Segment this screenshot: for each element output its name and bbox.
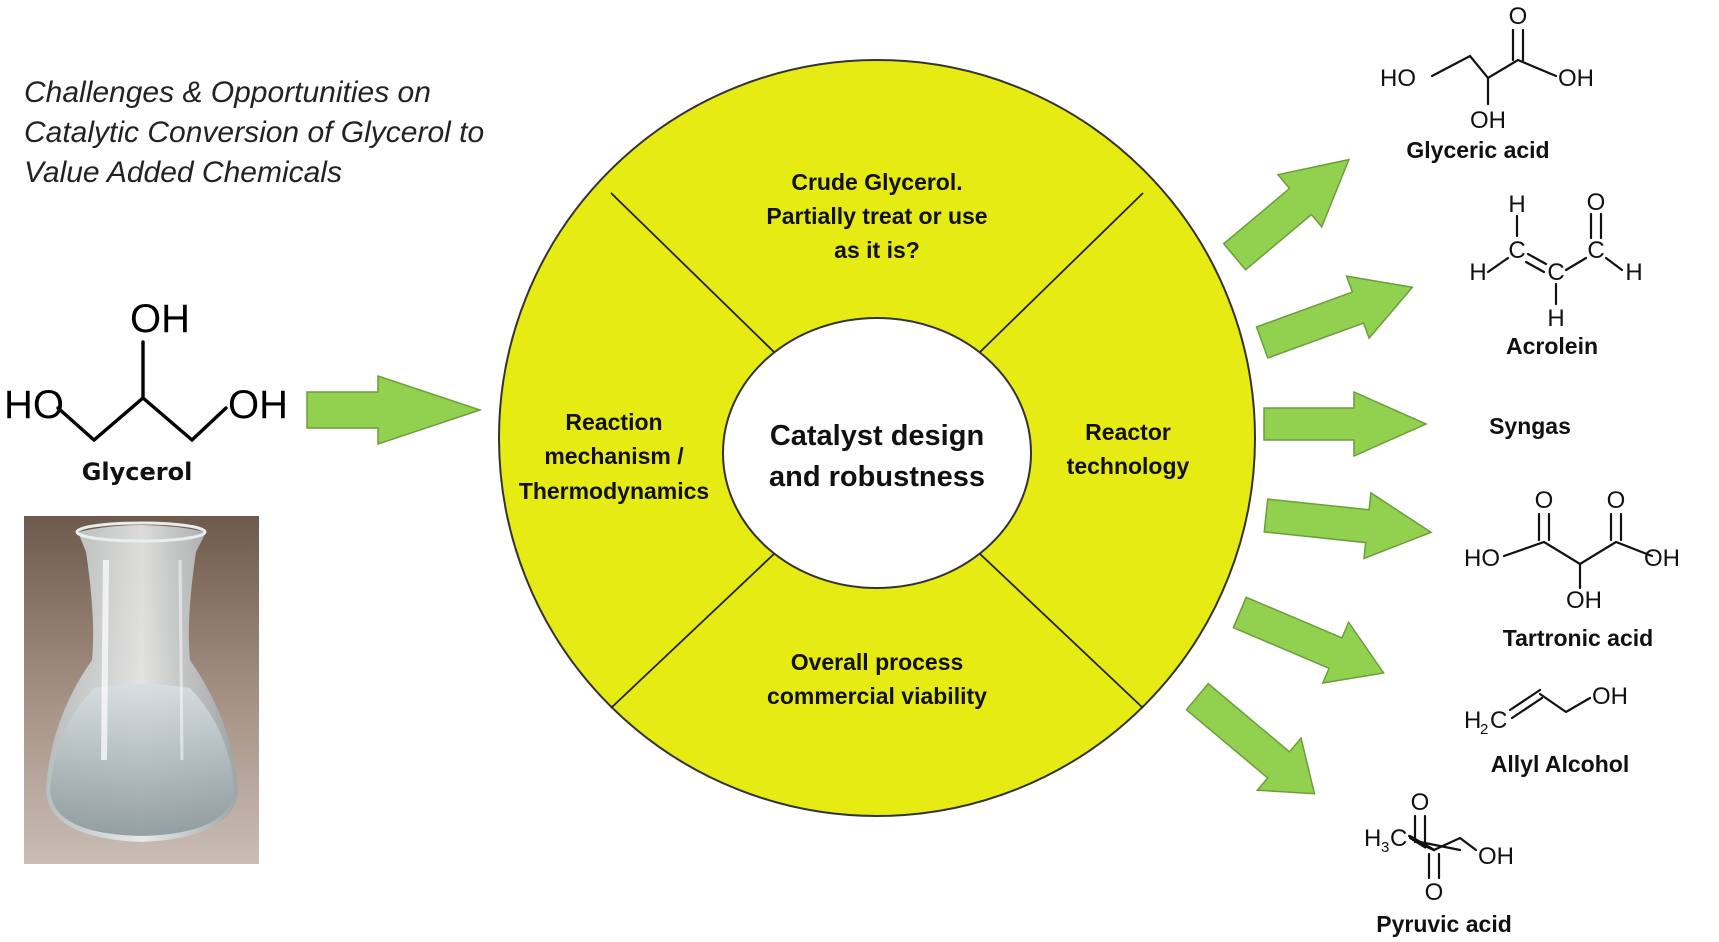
bottom-segment-line-1: Overall process — [791, 649, 964, 675]
top-segment-line-2: Partially treat or use — [766, 203, 987, 229]
pyruvic-acid-label: Pyruvic acid — [1376, 911, 1512, 937]
process-wheel: Catalyst design and robustness Crude Gly… — [498, 59, 1256, 817]
syngas-label: Syngas — [1489, 413, 1571, 439]
glycerol-backbone — [56, 395, 228, 443]
pyruvic-c: C — [1390, 825, 1407, 852]
input-arrow — [306, 374, 483, 446]
pyruvic-h: H — [1364, 825, 1381, 852]
tartronic-oh-bottom: OH — [1566, 587, 1602, 614]
diagram-title: Challenges & Opportunities on Catalytic … — [24, 76, 484, 189]
acrolein-h-top: H — [1508, 191, 1525, 218]
top-segment-line-1: Crude Glycerol. — [791, 169, 962, 195]
left-segment-line-2: mechanism / — [544, 443, 684, 469]
tartronic-ho: HO — [1464, 545, 1500, 572]
glycerol-ho-left: HO — [4, 383, 64, 427]
output-arrows — [1185, 158, 1433, 795]
acrolein-c3: C — [1587, 237, 1604, 264]
acrolein-h-left: H — [1469, 259, 1486, 286]
wheel-center — [722, 317, 1032, 589]
glyceric-acid-label: Glyceric acid — [1406, 137, 1549, 163]
acrolein-c1: C — [1508, 237, 1525, 264]
allyl-alcohol-label: Allyl Alcohol — [1491, 751, 1629, 777]
pyruvic-o-bottom: O — [1425, 879, 1444, 906]
glyceric-oh: OH — [1558, 65, 1594, 92]
left-segment-line-1: Reaction — [565, 409, 662, 435]
glycerol-label: Glycerol — [82, 458, 193, 486]
tartronic-acid-structure: O O HO OH OH Tartronic acid — [1464, 487, 1680, 651]
allyl-sub2: 2 — [1480, 721, 1488, 738]
top-segment-line-3: as it is? — [834, 237, 920, 263]
tartronic-oh: OH — [1644, 545, 1680, 572]
arrow-to-glyceric-acid — [1222, 158, 1351, 271]
pyruvic-oh: OH — [1478, 843, 1514, 870]
acrolein-h-bottom: H — [1547, 305, 1564, 332]
arrow-to-tartronic-acid — [1263, 491, 1433, 560]
acrolein-h-right: H — [1625, 259, 1642, 286]
glyceric-oh-bottom: OH — [1470, 107, 1506, 134]
title-line-1: Challenges & Opportunities on — [24, 76, 431, 109]
arrow-to-syngas — [1263, 390, 1428, 458]
glycerol-oh-top: OH — [130, 297, 190, 341]
right-segment-line-1: Reactor — [1085, 419, 1171, 445]
arrow-to-allyl-alcohol — [1232, 596, 1385, 684]
allyl-oh: OH — [1592, 683, 1628, 710]
glycerol-flask-photo — [24, 516, 259, 864]
pyruvic-sub3: 3 — [1381, 839, 1389, 856]
pyruvic-o-top: O — [1411, 789, 1430, 816]
acrolein-structure: H C H C H C O H Acrolein — [1469, 189, 1642, 359]
bottom-segment-line-2: commercial viability — [767, 683, 987, 709]
tartronic-acid-label: Tartronic acid — [1503, 625, 1653, 651]
tartronic-o-right: O — [1607, 487, 1626, 514]
allyl-alcohol-structure: H 2 C OH Allyl Alcohol — [1464, 683, 1629, 777]
pyruvic-acid-structure: O H 3 C O OH Pyruvic acid — [1364, 789, 1514, 937]
glycerol-structure: OH HO OH Glycerol — [4, 297, 288, 486]
right-segment-line-2: technology — [1067, 453, 1190, 479]
allyl-c: C — [1490, 707, 1507, 734]
acrolein-c2: C — [1547, 259, 1564, 286]
glycerol-oh-right: OH — [228, 383, 288, 427]
arrow-to-acrolein — [1255, 275, 1414, 359]
center-line-2: and robustness — [769, 461, 985, 493]
acrolein-o: O — [1587, 189, 1606, 216]
glyceric-o: O — [1509, 3, 1528, 30]
center-line-1: Catalyst design — [770, 420, 984, 452]
glyceric-acid-structure: O HO OH OH Glyceric acid — [1380, 3, 1594, 163]
title-line-2: Catalytic Conversion of Glycerol to — [24, 116, 484, 149]
left-segment-line-3: Thermodynamics — [519, 478, 709, 504]
title-line-3: Value Added Chemicals — [24, 156, 342, 189]
glyceric-ho: HO — [1380, 65, 1416, 92]
tartronic-o-left: O — [1535, 487, 1554, 514]
acrolein-label: Acrolein — [1506, 333, 1598, 359]
arrow-to-pyruvic-acid — [1185, 682, 1316, 795]
allyl-h: H — [1464, 707, 1481, 734]
